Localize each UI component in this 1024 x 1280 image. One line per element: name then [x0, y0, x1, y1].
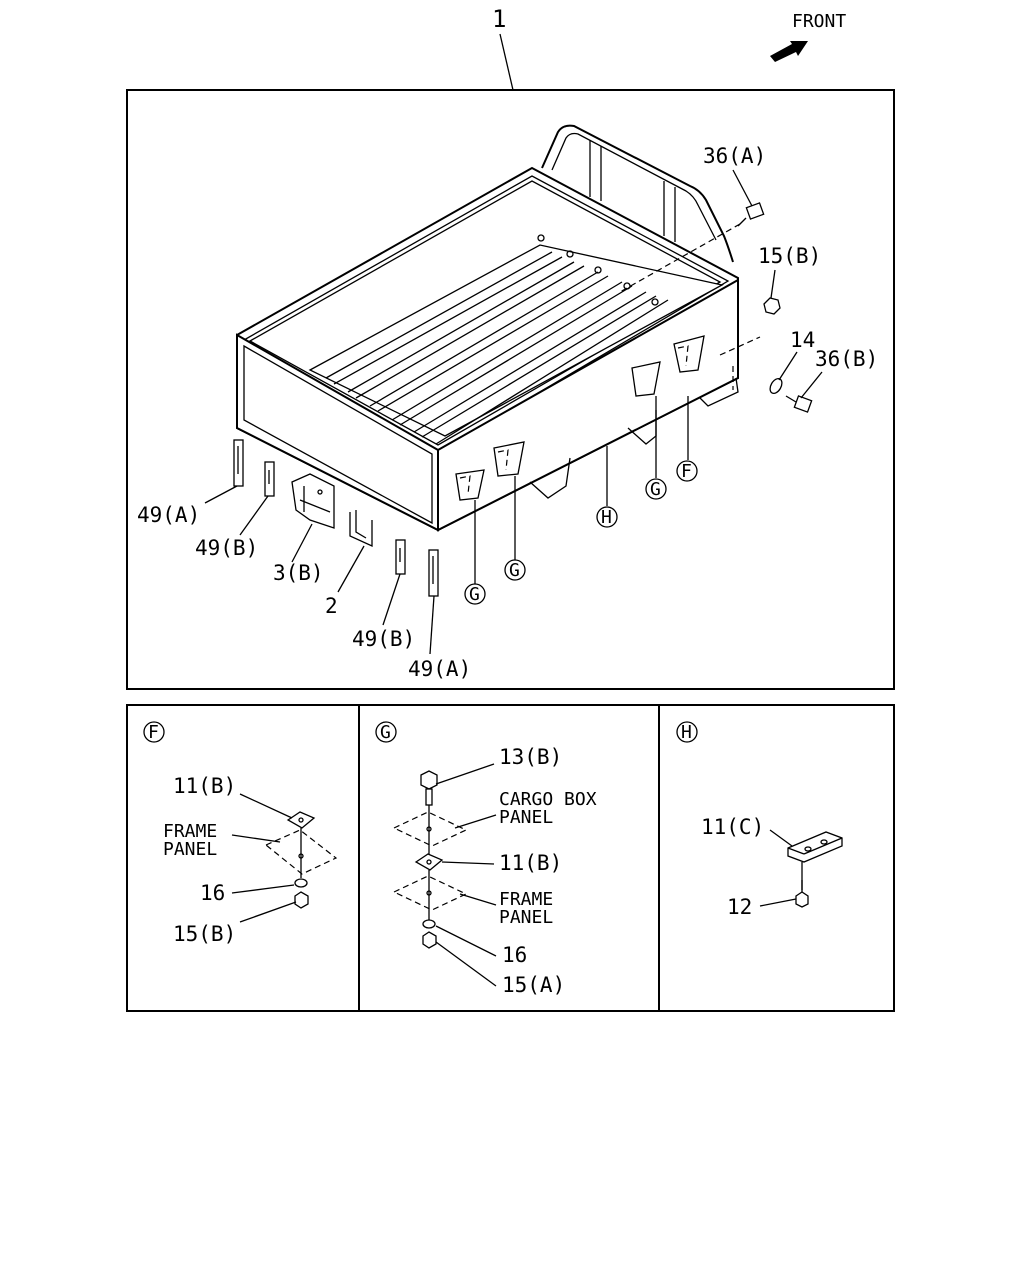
clip-49a-right[interactable]	[428, 549, 439, 597]
detail-f-nut[interactable]	[294, 891, 309, 909]
label-49a-left[interactable]: 49(A)	[137, 503, 200, 527]
detail-frame-f	[126, 704, 360, 1012]
detail-g-plate-label[interactable]: 11(B)	[499, 851, 562, 875]
main-callout-number[interactable]: 1	[492, 5, 506, 33]
circle-g-detail	[375, 721, 397, 743]
detail-g-frame-panel-label: PANEL	[499, 907, 553, 928]
circle-f-detail-letter: F	[148, 722, 159, 743]
main-view-frame	[126, 89, 895, 690]
clip-49b-left[interactable]	[264, 461, 275, 497]
circle-f-main-letter: F	[681, 461, 692, 482]
label-36a[interactable]: 36(A)	[703, 144, 766, 168]
cargo-box[interactable]	[236, 124, 739, 532]
circle-h-detail	[676, 721, 698, 743]
label-15b[interactable]: 15(B)	[758, 244, 821, 268]
circle-h-main-letter: H	[601, 507, 612, 528]
bolt-36b[interactable]	[785, 395, 813, 413]
detail-g-plate[interactable]	[414, 853, 444, 871]
clip-49a-left[interactable]	[233, 439, 244, 487]
detail-f-frame-panel[interactable]	[264, 829, 338, 875]
detail-g-washer-label[interactable]: 16	[502, 943, 527, 967]
detail-g-nut[interactable]	[422, 931, 437, 949]
circle-g-main-1-letter: G	[650, 479, 661, 500]
bolt-36a[interactable]	[737, 202, 765, 227]
main-callout-leader	[499, 33, 514, 91]
label-36b[interactable]: 36(B)	[815, 347, 878, 371]
label-14[interactable]: 14	[790, 328, 815, 352]
detail-g-frame-panel[interactable]	[392, 875, 468, 911]
label-49b-right[interactable]: 49(B)	[352, 627, 415, 651]
detail-g-washer[interactable]	[422, 919, 436, 929]
detail-f-washer-label[interactable]: 16	[200, 881, 225, 905]
detail-g-nut-label[interactable]: 15(A)	[502, 973, 565, 997]
circle-g-detail-letter: G	[380, 722, 391, 743]
detail-f-panel-label: PANEL	[163, 839, 217, 860]
washer-14[interactable]	[768, 377, 785, 396]
label-2[interactable]: 2	[325, 594, 338, 618]
circle-g-main-2[interactable]	[504, 559, 526, 581]
circle-h-main[interactable]	[596, 506, 618, 528]
detail-g-cargo-panel-label: PANEL	[499, 807, 553, 828]
clip-49b-right[interactable]	[395, 539, 406, 575]
detail-g-bolt-label[interactable]: 13(B)	[499, 745, 562, 769]
detail-h-bolt-label[interactable]: 12	[727, 895, 752, 919]
detail-f-nut-label[interactable]: 15(B)	[173, 922, 236, 946]
detail-h-bolt[interactable]	[795, 880, 809, 908]
detail-h-bracket[interactable]	[787, 831, 843, 863]
detail-h-bracket-label[interactable]: 11(C)	[701, 815, 764, 839]
detail-f-washer[interactable]	[294, 878, 308, 888]
label-49b-left[interactable]: 49(B)	[195, 536, 258, 560]
circle-f-main[interactable]	[676, 460, 698, 482]
front-arrow-icon	[770, 41, 808, 62]
hook-2[interactable]	[349, 510, 373, 548]
circle-g-main-2-letter: G	[509, 560, 520, 581]
detail-g-cargo-label: CARGO BOX	[499, 789, 597, 810]
headboard-rail	[541, 124, 734, 263]
detail-f-plate-label[interactable]: 11(B)	[173, 774, 236, 798]
circle-g-main-3[interactable]	[464, 583, 486, 605]
label-49a-right[interactable]: 49(A)	[408, 657, 471, 681]
circle-g-main-1[interactable]	[645, 478, 667, 500]
detail-frame-h	[658, 704, 895, 1012]
detail-g-cargo-panel[interactable]	[392, 811, 468, 847]
circle-f-detail	[143, 721, 165, 743]
detail-f-plate[interactable]	[286, 811, 316, 829]
detail-g-bolt[interactable]	[420, 770, 438, 806]
detail-g-frame-label: FRAME	[499, 889, 553, 910]
detail-f-frame-label: FRAME	[163, 821, 217, 842]
bracket-3b[interactable]	[291, 473, 335, 529]
circle-h-detail-letter: H	[681, 722, 692, 743]
label-3b[interactable]: 3(B)	[273, 561, 324, 585]
nut-15b[interactable]	[763, 297, 781, 315]
circle-g-main-3-letter: G	[469, 584, 480, 605]
front-label: FRONT	[792, 11, 846, 32]
